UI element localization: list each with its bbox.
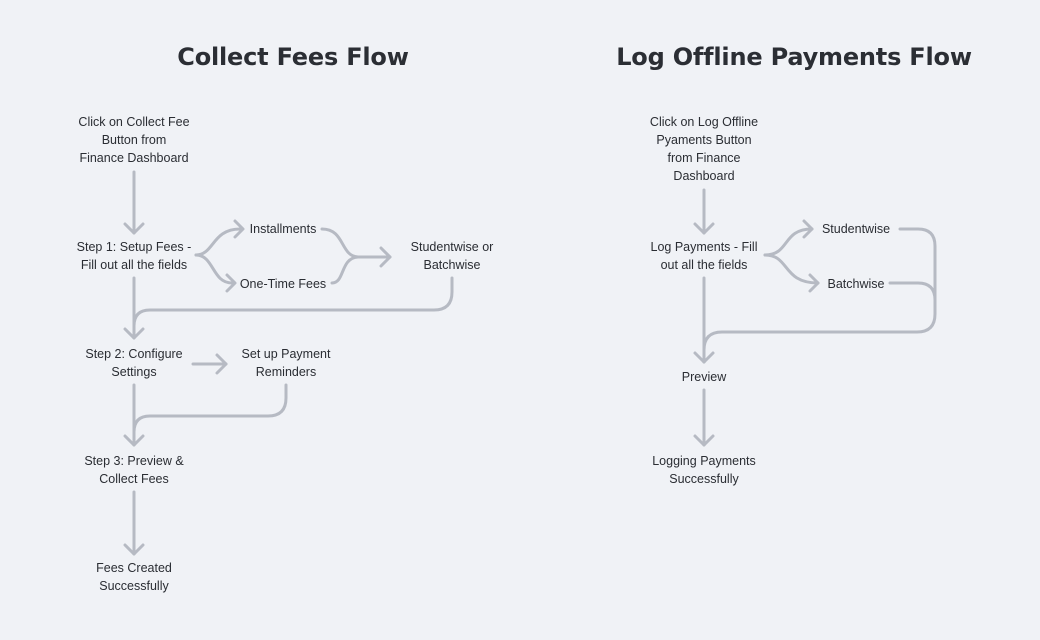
arrowhead-reminders bbox=[215, 353, 228, 375]
arrowhead-studentwise-batchwise bbox=[379, 246, 392, 268]
arrowhead-installments bbox=[233, 219, 245, 239]
node-payment-reminders: Set up Payment Reminders bbox=[241, 347, 331, 379]
arrowhead-offline-batchwise bbox=[808, 273, 820, 293]
arrowhead-step2 bbox=[123, 327, 145, 340]
connector-batchwise-loop-offline bbox=[888, 281, 937, 302]
node-preview: Preview bbox=[681, 370, 727, 384]
connector-reminders-loop bbox=[132, 383, 288, 434]
connector-studentwise-loop-offline bbox=[702, 227, 937, 364]
node-step3-preview-collect: Step 3: Preview & Collect Fees bbox=[84, 454, 184, 486]
node-logging-success: Logging Payments Successfully bbox=[652, 454, 756, 486]
arrowhead-offline-done bbox=[693, 434, 715, 447]
node-installments: Installments bbox=[249, 222, 317, 236]
node-batchwise: Batchwise bbox=[827, 277, 885, 291]
arrowhead-offline-studentwise bbox=[802, 219, 814, 239]
node-log-payments: Log Payments - Fill out all the fields bbox=[650, 240, 758, 272]
collect-fees-title: Collect Fees Flow bbox=[177, 43, 409, 71]
node-studentwise-or-batchwise: Studentwise or Batchwise bbox=[410, 240, 494, 272]
connector-onetime-merge bbox=[330, 255, 360, 285]
node-step2-configure-settings: Step 2: Configure Settings bbox=[85, 347, 183, 379]
arrowhead-step3 bbox=[123, 434, 145, 447]
connector-step1-to-onetime bbox=[194, 253, 234, 285]
arrowhead-step1 bbox=[123, 222, 145, 235]
node-collect-start: Click on Collect Fee Button from Finance… bbox=[78, 115, 190, 165]
connector-log-to-studentwise bbox=[763, 227, 814, 257]
log-offline-payments-title: Log Offline Payments Flow bbox=[616, 43, 972, 71]
connector-log-to-batchwise bbox=[763, 253, 820, 285]
arrowhead-done bbox=[123, 543, 145, 556]
node-offline-start: Click on Log Offline Pyaments Button fro… bbox=[649, 115, 759, 183]
connector-step1-to-installments bbox=[194, 227, 242, 257]
arrowhead-preview bbox=[693, 351, 715, 364]
node-studentwise: Studentwise bbox=[821, 222, 891, 236]
arrowhead-onetime bbox=[225, 273, 237, 293]
node-step1-setup-fees: Step 1: Setup Fees - Fill out all the fi… bbox=[76, 240, 192, 272]
node-one-time-fees: One-Time Fees bbox=[239, 277, 327, 291]
connector-studentwise-loop bbox=[132, 276, 454, 328]
arrowhead-log bbox=[693, 222, 715, 235]
node-fees-created: Fees Created Successfully bbox=[96, 561, 172, 593]
connector-installments-merge bbox=[320, 227, 360, 259]
